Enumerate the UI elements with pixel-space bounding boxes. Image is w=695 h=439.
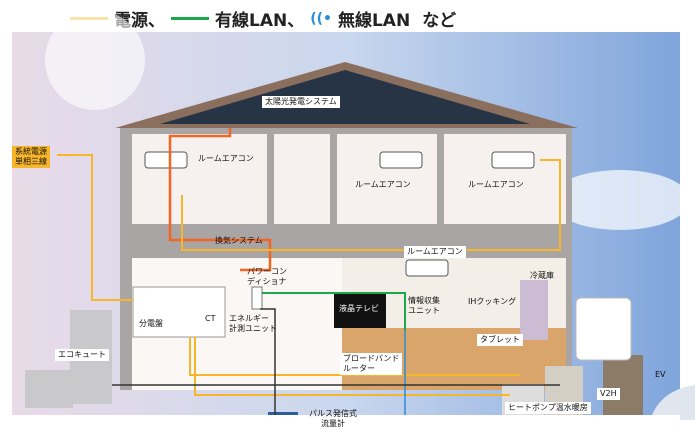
label-flowmeter: パルス発信式 流量計 bbox=[309, 409, 357, 428]
wired-lan-line bbox=[262, 292, 406, 330]
room-1 bbox=[132, 134, 267, 224]
label-solar: 太陽光発電システム bbox=[262, 96, 340, 108]
tv bbox=[334, 294, 386, 328]
signal-line bbox=[260, 308, 276, 415]
label-ac-3: ルームエアコン bbox=[468, 180, 524, 189]
label-tv: 液晶テレビ bbox=[339, 304, 379, 313]
solar-power-line bbox=[168, 128, 272, 272]
label-ac-4: ルームエアコン bbox=[404, 246, 466, 258]
label-fridge: 冷蔵庫 bbox=[530, 271, 554, 280]
fridge bbox=[520, 280, 548, 340]
wired-line-swatch bbox=[171, 17, 209, 20]
label-ac-2: ルームエアコン bbox=[355, 180, 411, 189]
room-3 bbox=[444, 134, 566, 224]
label-grid: 系統電源 単相三線 bbox=[12, 146, 50, 168]
label-ih: IHクッキング bbox=[468, 297, 517, 306]
label-ev: EV bbox=[655, 370, 666, 379]
legend-wired: 有線LAN、 bbox=[215, 11, 305, 31]
legend-wireless: 無線LAN bbox=[337, 11, 411, 31]
label-heatpump: ヒートポンプ温水暖房 bbox=[505, 402, 591, 414]
legend-etc: など bbox=[422, 11, 457, 31]
cloud bbox=[550, 170, 690, 230]
label-router: ブロードバンド ルーター bbox=[340, 353, 403, 375]
battery bbox=[575, 297, 632, 361]
label-ecocute: エコキュート bbox=[55, 349, 109, 361]
label-v2h: V2H bbox=[597, 388, 620, 400]
v2h-unit bbox=[603, 355, 643, 420]
energy-unit bbox=[251, 286, 263, 310]
label-power-conditioner: パワーコン ディショナ bbox=[247, 267, 287, 286]
solar-panels bbox=[160, 70, 530, 124]
label-tablet: タブレット bbox=[477, 334, 523, 346]
ac-unit bbox=[405, 259, 449, 277]
sun bbox=[45, 10, 145, 110]
label-ct: CT bbox=[205, 314, 216, 323]
label-ac-1: ルームエアコン bbox=[198, 154, 254, 163]
wifi-icon: ((• bbox=[310, 10, 332, 27]
power-line bbox=[181, 159, 561, 251]
room-2 bbox=[337, 134, 437, 224]
ac-unit bbox=[379, 151, 423, 169]
label-ventilation: 換気システム bbox=[215, 236, 263, 245]
grid-power-line bbox=[57, 154, 133, 301]
ac-unit bbox=[144, 151, 188, 169]
legend: 電源、 有線LAN、 ((• 無線LAN など bbox=[70, 6, 456, 31]
ecocute-unit bbox=[25, 370, 73, 408]
room-hall bbox=[274, 134, 330, 224]
power-line bbox=[189, 337, 520, 376]
ac-unit bbox=[491, 151, 535, 169]
label-info-unit: 情報収集 ユニット bbox=[408, 296, 440, 315]
ev-car bbox=[650, 385, 695, 420]
label-energy-unit: エネルギー 計測ユニット bbox=[229, 314, 277, 333]
label-distribution-board: 分電盤 bbox=[136, 318, 166, 330]
